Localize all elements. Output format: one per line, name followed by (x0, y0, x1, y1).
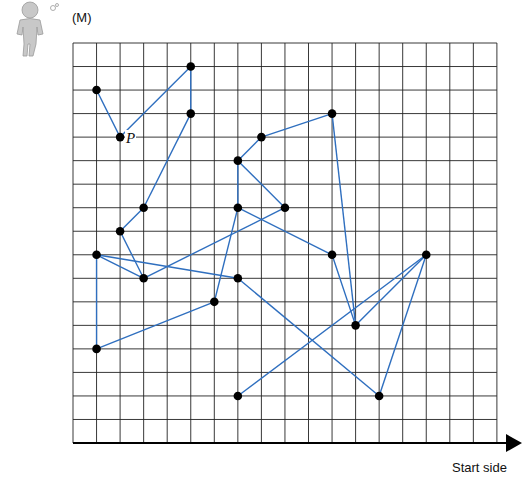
grid-line (73, 419, 497, 420)
path-segment (144, 114, 191, 208)
path-segment (120, 208, 144, 232)
grid-line (402, 43, 403, 443)
grid-points (92, 62, 430, 400)
grid-point (92, 86, 101, 95)
grid-line (379, 43, 380, 443)
grid-line (73, 184, 497, 185)
grid-line (355, 43, 356, 443)
grid-line (73, 395, 497, 396)
grid-point (116, 227, 125, 236)
grid-point (351, 321, 360, 330)
path-segment (97, 255, 238, 279)
grid-point (92, 345, 101, 354)
grid-point (186, 109, 195, 118)
grid-point (422, 250, 431, 259)
axis-label: Start side (452, 461, 507, 475)
path-segment (120, 231, 144, 278)
path-segment (97, 302, 215, 349)
grid-point (234, 392, 243, 401)
path-lines (97, 67, 427, 396)
path-segment (238, 255, 426, 396)
grid-line (332, 43, 333, 443)
grid-line (261, 43, 262, 443)
grid-point (210, 298, 219, 307)
path-segment (214, 208, 238, 302)
grid-point (234, 156, 243, 165)
path-segment (238, 161, 285, 208)
grid-line (73, 372, 497, 373)
grid-line (284, 43, 285, 443)
start-side-axis (73, 434, 522, 452)
path-segment (97, 90, 121, 137)
grid-line (73, 278, 497, 279)
path-segment (190, 67, 191, 114)
path-segment (144, 208, 285, 279)
path-segment (261, 114, 332, 138)
grid-line (73, 348, 497, 349)
grid-line (73, 66, 497, 67)
person-icon (17, 2, 59, 56)
path-segment (96, 255, 97, 349)
grid-point (234, 203, 243, 212)
point-label: P (125, 130, 136, 147)
path-segment (332, 255, 356, 326)
grid-line (96, 43, 97, 443)
grid-point (116, 133, 125, 142)
path-segment (379, 255, 426, 396)
grid-point (92, 250, 101, 259)
grid-line (120, 43, 121, 443)
path-segment (356, 255, 427, 326)
grid-line (73, 160, 497, 161)
grid-line (73, 254, 497, 255)
grid-line (73, 137, 497, 138)
point-label: (M) (72, 11, 92, 25)
grid-point (139, 203, 148, 212)
grid-lines (73, 43, 497, 443)
grid-point (139, 274, 148, 283)
path-segment (237, 161, 238, 208)
grid-point (328, 109, 337, 118)
grid-line (73, 43, 74, 443)
grid-line (73, 301, 497, 302)
grid-point (234, 274, 243, 283)
grid-line (73, 325, 497, 326)
grid-line (496, 43, 497, 443)
grid-point (281, 203, 290, 212)
grid-line (167, 43, 168, 443)
grid-point (328, 250, 337, 259)
path-segment (332, 114, 356, 326)
path-segment (238, 208, 332, 255)
path-segment (238, 278, 379, 396)
grid-line (473, 43, 474, 443)
grid-point (186, 62, 195, 71)
grid-line (190, 43, 191, 443)
grid-line (237, 43, 238, 443)
grid-point (375, 392, 384, 401)
grid-line (73, 113, 497, 114)
grid-point (257, 133, 266, 142)
grid-line (73, 43, 497, 44)
grid-line (449, 43, 450, 443)
grid-line (426, 43, 427, 443)
path-segment (120, 67, 191, 138)
grid-line (143, 43, 144, 443)
grid-line (73, 90, 497, 91)
path-segment (238, 137, 262, 161)
